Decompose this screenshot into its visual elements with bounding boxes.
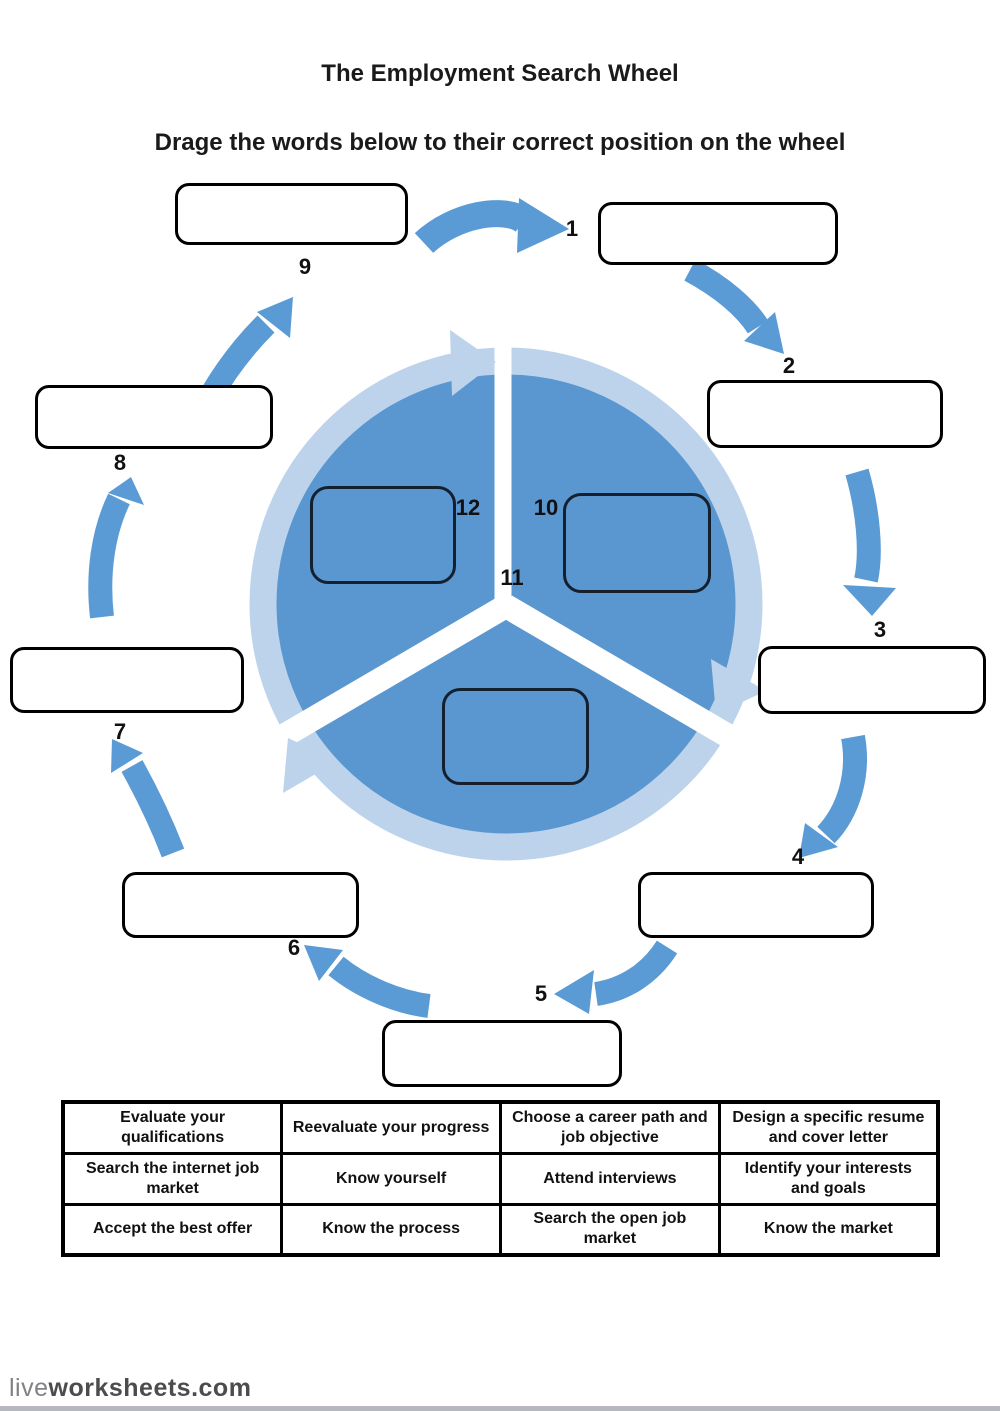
word-bank-item[interactable]: Choose a career path and job objective <box>499 1100 721 1155</box>
step-number-9: 9 <box>298 254 312 279</box>
word-bank-item[interactable]: Search the open job market <box>499 1202 721 1257</box>
word-bank-row: Search the internet job market Know your… <box>61 1151 940 1206</box>
liveworksheets-logo: liveworksheets.com <box>9 1374 251 1403</box>
arrowhead-4 <box>799 823 838 858</box>
bottom-edge-strip <box>0 1406 1000 1411</box>
step-number-12: 12 <box>455 495 481 520</box>
ring-arrowhead-left <box>283 738 338 793</box>
drop-box-5[interactable] <box>382 1020 622 1087</box>
drop-box-3[interactable] <box>758 646 986 714</box>
drop-box-2[interactable] <box>707 380 943 448</box>
word-bank-item[interactable]: Search the internet job market <box>61 1151 284 1206</box>
ring-arrowheads <box>283 330 766 793</box>
step-number-2: 2 <box>782 353 796 378</box>
arrowhead-3 <box>843 585 896 616</box>
step-number-6: 6 <box>287 935 301 960</box>
drop-box-6[interactable] <box>122 872 359 938</box>
ring-arrowhead-right <box>711 659 766 714</box>
step-number-8: 8 <box>113 450 127 475</box>
arrowhead-1 <box>517 198 569 253</box>
step-number-11: 11 <box>500 565 524 590</box>
word-bank-item[interactable]: Reevaluate your progress <box>280 1100 502 1155</box>
arrowhead-6 <box>304 945 343 981</box>
drop-box-9[interactable] <box>175 183 408 245</box>
drop-box-4[interactable] <box>638 872 874 938</box>
arrowhead-5 <box>554 970 594 1014</box>
arrow-7-to-8 <box>88 493 130 619</box>
arrowhead-8 <box>108 477 144 505</box>
drop-box-8[interactable] <box>35 385 273 449</box>
ring-arrowhead-top <box>450 330 496 396</box>
step-number-7: 7 <box>113 719 127 744</box>
arrow-4-to-5 <box>593 940 678 1006</box>
arrow-9-to-1 <box>414 200 533 254</box>
drop-box-1[interactable] <box>598 202 838 265</box>
arrow-2-to-3 <box>845 468 881 583</box>
drop-box-7[interactable] <box>10 647 244 713</box>
page-title: The Employment Search Wheel <box>321 60 679 87</box>
word-bank-item[interactable]: Identify your interests and goals <box>717 1151 940 1206</box>
word-bank-item[interactable]: Attend interviews <box>499 1151 721 1206</box>
drop-box-11[interactable] <box>442 688 589 785</box>
step-number-10: 10 <box>533 495 559 520</box>
word-bank-item[interactable]: Design a specific resume and cover lette… <box>717 1100 940 1155</box>
word-bank-row: Evaluate your qualifications Reevaluate … <box>61 1100 940 1155</box>
word-bank-item[interactable]: Evaluate your qualifications <box>61 1100 284 1155</box>
arrow-6-to-7 <box>121 760 185 858</box>
arrowhead-2 <box>744 312 784 354</box>
arrow-3-to-4 <box>817 734 867 844</box>
word-bank-row: Accept the best offer Know the process S… <box>61 1202 940 1257</box>
arrow-1-to-2 <box>684 259 769 334</box>
wheel-divider <box>263 332 749 755</box>
logo-bold-part: worksheets.com <box>48 1374 252 1402</box>
word-bank-item[interactable]: Know the process <box>280 1202 502 1257</box>
step-number-1: 1 <box>565 216 579 241</box>
arrowhead-9 <box>257 297 293 338</box>
step-number-3: 3 <box>873 617 887 642</box>
word-bank-item[interactable]: Accept the best offer <box>61 1202 284 1257</box>
word-bank-item[interactable]: Know yourself <box>280 1151 502 1206</box>
step-number-5: 5 <box>534 981 548 1006</box>
logo-light-part: live <box>9 1374 49 1402</box>
drop-box-10[interactable] <box>563 493 711 593</box>
arrowhead-7 <box>111 739 143 773</box>
arrow-5-to-6 <box>328 956 431 1018</box>
instruction-text: Drage the words below to their correct p… <box>154 129 846 156</box>
step-arrowheads <box>108 198 896 1014</box>
word-bank-table: Evaluate your qualifications Reevaluate … <box>61 1100 940 1257</box>
step-number-4: 4 <box>791 844 805 869</box>
drop-box-12[interactable] <box>310 486 456 584</box>
word-bank-item[interactable]: Know the market <box>717 1202 940 1257</box>
